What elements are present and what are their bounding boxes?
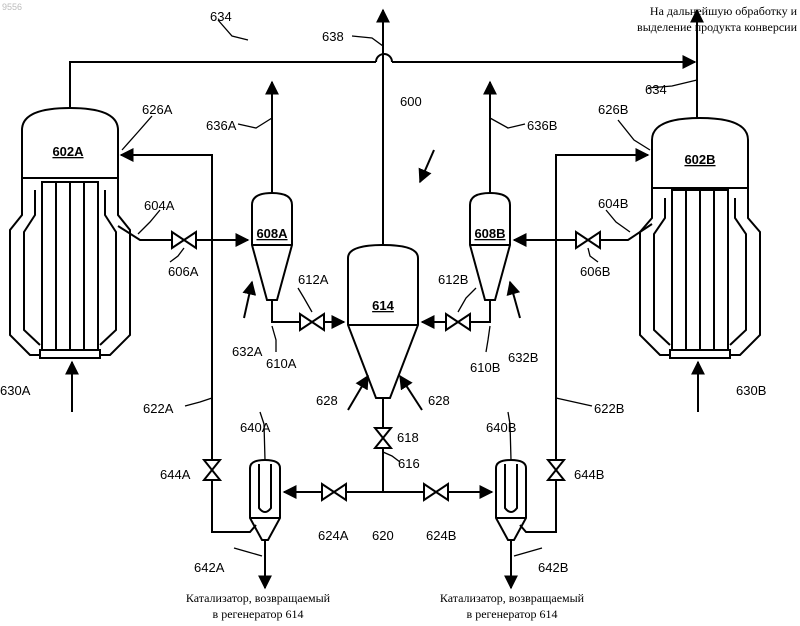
valve-618[interactable]: [375, 428, 391, 448]
reactor-602a: 602A: [10, 108, 130, 358]
valve-606a[interactable]: [172, 232, 196, 248]
reactor-602b: 602B: [640, 118, 760, 358]
line-632b: [510, 282, 520, 318]
regenerator-614: 614: [348, 245, 418, 398]
label-606a: 606A: [168, 264, 199, 279]
separator-608a: 608A: [252, 193, 292, 300]
bottom-left-note-line1: Катализатор, возвращаемый: [186, 591, 331, 605]
label-604b: 604B: [598, 196, 628, 211]
line-628a: [348, 376, 368, 410]
valve-612a[interactable]: [300, 314, 324, 330]
separator-608b: 608B: [470, 193, 510, 300]
label-618: 618: [397, 430, 419, 445]
label-620: 620: [372, 528, 394, 543]
label-636b: 636B: [527, 118, 557, 133]
label-626a: 626A: [142, 102, 173, 117]
label-638: 638: [322, 29, 344, 44]
valve-624b[interactable]: [424, 484, 448, 500]
label-634-top: 634: [210, 9, 232, 24]
label-644b: 644B: [574, 467, 604, 482]
label-640a: 640A: [240, 420, 271, 435]
line-628b: [400, 376, 422, 410]
system-600-label: 600: [400, 94, 422, 109]
label-642a: 642A: [194, 560, 225, 575]
system-600-arrow: [420, 150, 434, 182]
bottom-right-note-line2: в регенератор 614: [467, 607, 558, 621]
line-612b: [422, 300, 490, 322]
label-634-right: 634: [645, 82, 667, 97]
regenerator-614-label: 614: [372, 298, 394, 313]
label-624b: 624B: [426, 528, 456, 543]
separator-608a-label: 608A: [256, 226, 288, 241]
label-628-right: 628: [428, 393, 450, 408]
reactor-602b-label: 602B: [684, 152, 715, 167]
label-630a: 630A: [0, 383, 31, 398]
label-644a: 644A: [160, 467, 191, 482]
separator-608b-label: 608B: [474, 226, 505, 241]
label-622a: 622A: [143, 401, 174, 416]
label-642b: 642B: [538, 560, 568, 575]
label-606b: 606B: [580, 264, 610, 279]
label-612b: 612B: [438, 272, 468, 287]
label-604a: 604A: [144, 198, 175, 213]
label-610a: 610A: [266, 356, 297, 371]
label-626b: 626B: [598, 102, 628, 117]
label-624a: 624A: [318, 528, 349, 543]
line-632a: [244, 282, 252, 318]
label-610b: 610B: [470, 360, 500, 375]
label-632a: 632A: [232, 344, 263, 359]
bottom-right-note-line1: Катализатор, возвращаемый: [440, 591, 585, 605]
top-note-line2: выделение продукта конверсии: [637, 20, 798, 34]
valve-644a[interactable]: [204, 460, 220, 480]
label-636a: 636A: [206, 118, 237, 133]
valve-644b[interactable]: [548, 460, 564, 480]
reactor-602a-label: 602A: [52, 144, 84, 159]
valve-606b[interactable]: [576, 232, 600, 248]
bottom-left-note-line2: в регенератор 614: [213, 607, 304, 621]
watermark: 9556: [2, 2, 22, 12]
label-630b: 630B: [736, 383, 766, 398]
label-640b: 640B: [486, 420, 516, 435]
top-note-line1: На дальнейшую обработку и: [650, 4, 798, 18]
label-622b: 622B: [594, 401, 624, 416]
line-604a: [118, 226, 248, 240]
label-612a: 612A: [298, 272, 329, 287]
label-632b: 632B: [508, 350, 538, 365]
label-616: 616: [398, 456, 420, 471]
label-628-left: 628: [316, 393, 338, 408]
valve-624a[interactable]: [322, 484, 346, 500]
valve-612b[interactable]: [446, 314, 470, 330]
